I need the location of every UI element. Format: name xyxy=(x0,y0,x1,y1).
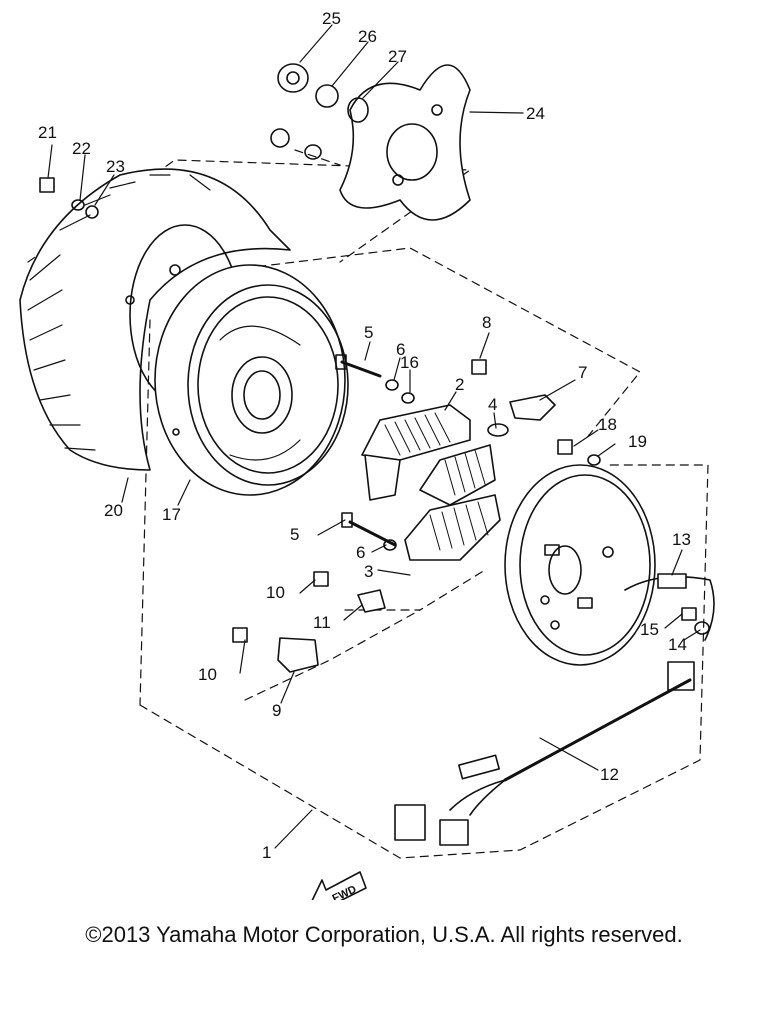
callout-3: 3 xyxy=(364,562,373,581)
callout-15: 15 xyxy=(640,620,659,639)
callout-6-upper: 6 xyxy=(396,340,405,359)
callout-5-lower: 5 xyxy=(290,525,299,544)
callout-17: 17 xyxy=(162,505,181,524)
fwd-arrow xyxy=(311,871,367,900)
callout-16: 16 xyxy=(400,353,419,372)
callout-7: 7 xyxy=(578,363,587,382)
callout-2: 2 xyxy=(455,375,464,394)
ignition-coils xyxy=(361,404,501,561)
callout-25: 25 xyxy=(322,9,341,28)
rotor xyxy=(154,264,349,496)
callout-4: 4 xyxy=(488,395,497,414)
callout-18: 18 xyxy=(598,415,617,434)
callout-11: 11 xyxy=(313,613,331,632)
callout-labels: 1 2 3 4 5 5 6 6 7 8 9 10 10 11 12 13 14 … xyxy=(38,9,691,900)
callout-26: 26 xyxy=(358,27,377,46)
callout-20: 20 xyxy=(104,501,123,520)
callout-10-upper: 10 xyxy=(266,583,285,602)
copyright-notice: ©2013 Yamaha Motor Corporation, U.S.A. A… xyxy=(85,922,683,947)
callout-27: 27 xyxy=(388,47,407,66)
callout-5-upper: 5 xyxy=(364,323,373,342)
stator-base-plate xyxy=(504,464,656,666)
callout-24: 24 xyxy=(526,104,545,123)
callout-6-lower: 6 xyxy=(356,543,365,562)
wiring-harness xyxy=(394,573,715,846)
callout-13: 13 xyxy=(672,530,691,549)
callout-1: 1 xyxy=(262,843,271,862)
fasteners xyxy=(39,177,601,673)
callout-22: 22 xyxy=(72,139,91,158)
callout-21: 21 xyxy=(38,123,57,142)
callout-9: 9 xyxy=(272,701,281,720)
callout-8: 8 xyxy=(482,313,491,332)
callout-12: 12 xyxy=(600,765,619,784)
leader-lines xyxy=(47,24,701,849)
callout-14: 14 xyxy=(668,635,687,654)
exploded-parts-diagram: 1 2 3 4 5 5 6 6 7 8 9 10 10 11 12 13 14 … xyxy=(19,9,715,900)
upper-fasteners-and-plate xyxy=(270,63,471,221)
callout-23: 23 xyxy=(106,157,125,176)
callout-10-lower: 10 xyxy=(198,665,217,684)
callout-19: 19 xyxy=(628,432,647,451)
flywheel xyxy=(19,168,291,471)
